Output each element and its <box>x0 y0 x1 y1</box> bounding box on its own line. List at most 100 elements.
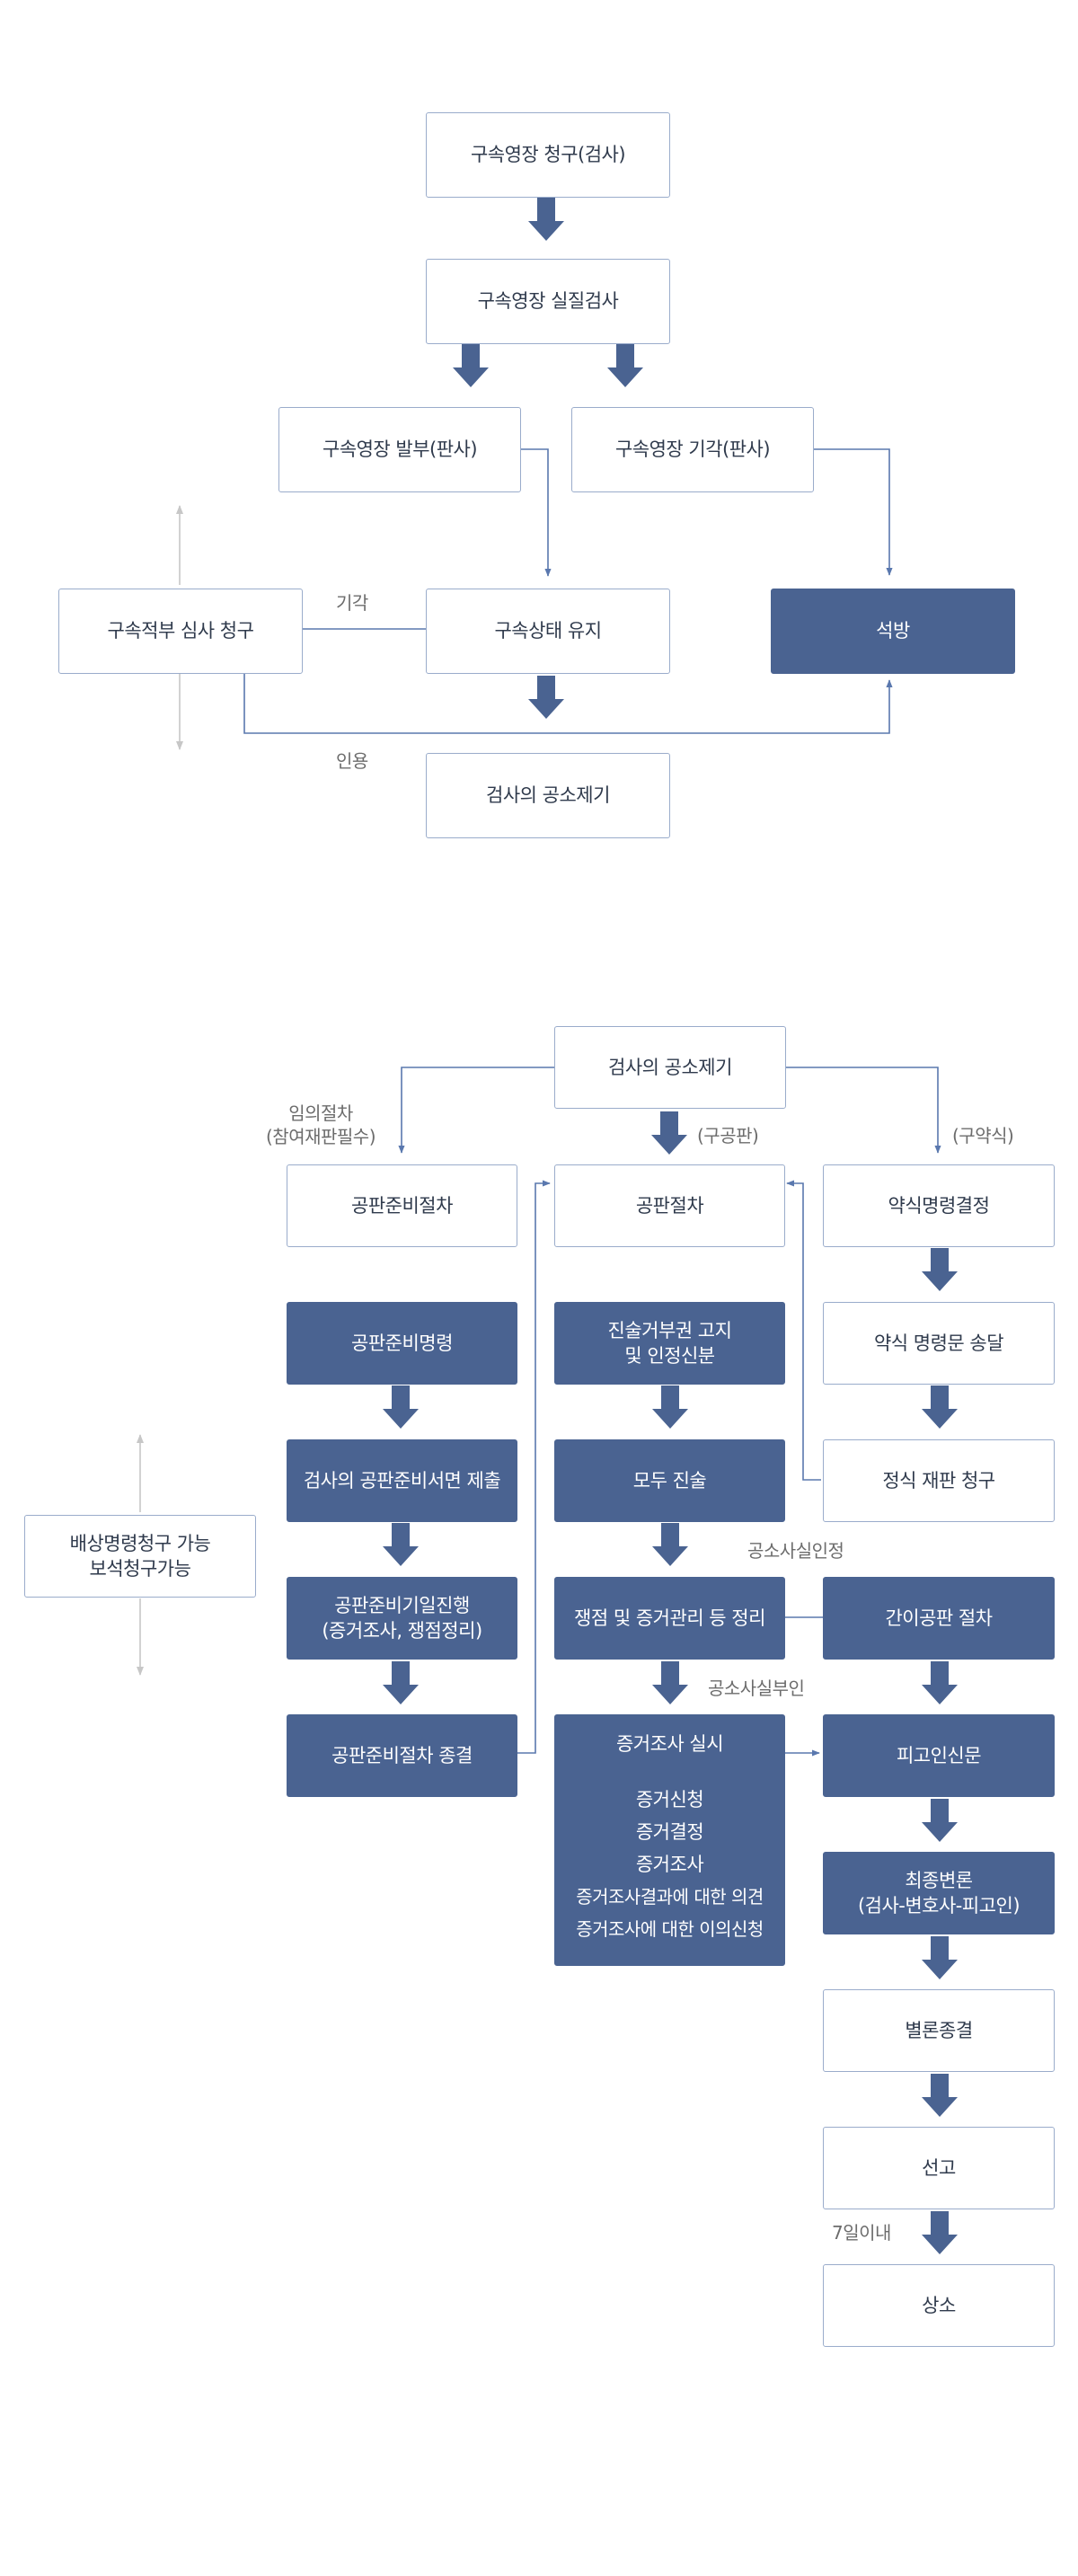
opening-statement-box: 모두 진술 <box>554 1439 785 1522</box>
indictment-box-1: 검사의 공소제기 <box>426 753 670 838</box>
warrant-rejected-text: 구속영장 기각(판사) <box>614 438 771 461</box>
pretrial-end-text: 공판준비절차 종결 <box>331 1744 473 1766</box>
pretrial-order-box: 공판준비명령 <box>287 1302 517 1385</box>
label-trial: (구공판) <box>697 1125 759 1146</box>
indictment-box-2: 검사의 공소제기 <box>554 1026 786 1109</box>
label-optional-line-2: (참여재판필수) <box>266 1126 376 1147</box>
label-optional: 임의절차 (참여재판필수) <box>266 1102 376 1148</box>
block-arrow <box>383 1523 419 1566</box>
connector-indictment-to-summary <box>784 1067 941 1154</box>
simplified-trial-text: 간이공판 절차 <box>885 1607 993 1629</box>
block-arrow <box>922 2074 958 2117</box>
evidence-item-1: 증거신청 <box>635 1789 704 1811</box>
defendant-examination-text: 피고인신문 <box>896 1744 982 1766</box>
summary-order-decision-box: 약식명령결정 <box>823 1164 1055 1247</box>
block-arrow <box>922 2211 958 2254</box>
block-arrow <box>383 1385 419 1429</box>
formal-trial-request-text: 정식 재판 청구 <box>882 1469 995 1492</box>
issue-evidence-arrangement-box: 쟁점 및 증거관리 등 정리 <box>554 1577 785 1660</box>
warrant-rejected-box: 구속영장 기각(판사) <box>571 407 814 492</box>
connector-review-to-release <box>243 670 893 734</box>
pretrial-hearing-line-2: (증거조사, 쟁점정리) <box>322 1620 482 1642</box>
detention-maintained-text: 구속상태 유지 <box>494 620 602 642</box>
substantive-review-text: 구속영장 실질검사 <box>477 290 619 313</box>
block-arrow <box>383 1661 419 1704</box>
block-arrow <box>528 198 564 241</box>
evidence-item-3: 증거조사 <box>635 1854 704 1876</box>
evidence-examination-title: 증거조사 실시 <box>615 1733 724 1755</box>
warrant-issued-text: 구속영장 발부(판사) <box>322 438 478 461</box>
label-optional-line-1: 임의절차 <box>288 1102 353 1124</box>
block-arrow <box>922 1661 958 1704</box>
evidence-examination-box: 증거조사 실시 증거신청 증거결정 증거조사 증거조사결과에 대한 의견 증거조… <box>554 1714 785 1966</box>
pretrial-order-text: 공판준비명령 <box>351 1332 453 1354</box>
substantive-review-box: 구속영장 실질검사 <box>426 259 670 344</box>
prosecutor-document-text: 검사의 공판준비서면 제출 <box>303 1469 501 1492</box>
trial-procedure-text: 공판절차 <box>635 1194 704 1217</box>
prosecutor-document-box: 검사의 공판준비서면 제출 <box>287 1439 517 1522</box>
warrant-request-box: 구속영장 청구(검사) <box>426 112 670 198</box>
block-arrow <box>607 344 643 387</box>
release-box: 석방 <box>771 589 1015 674</box>
appeal-box: 상소 <box>823 2264 1055 2347</box>
summary-order-decision-text: 약식명령결정 <box>888 1194 990 1217</box>
evidence-item-2: 증거결정 <box>635 1821 704 1844</box>
connector-rejected-to-release <box>810 448 893 576</box>
issue-evidence-arrangement-text: 쟁점 및 증거관리 등 정리 <box>574 1607 765 1629</box>
warrant-request-text: 구속영장 청구(검사) <box>470 144 626 166</box>
appeal-text: 상소 <box>922 2294 956 2316</box>
block-arrow <box>651 1111 687 1155</box>
right-notice-box: 진술거부권 고지 및 인정신분 <box>554 1302 785 1385</box>
warrant-issued-box: 구속영장 발부(판사) <box>278 407 521 492</box>
pretrial-procedure-box: 공판준비절차 <box>287 1164 517 1247</box>
block-arrow <box>652 1523 688 1566</box>
connector-issued-to-maintained <box>517 448 552 577</box>
trial-procedure-box: 공판절차 <box>554 1164 785 1247</box>
formal-trial-request-box: 정식 재판 청구 <box>823 1439 1055 1522</box>
detention-maintained-box: 구속상태 유지 <box>426 589 670 674</box>
final-argument-box: 최종변론 (검사-변호사-피고인) <box>823 1852 1055 1934</box>
summary-order-delivery-text: 약식 명령문 송달 <box>873 1332 1004 1354</box>
label-accepted: 인용 <box>336 750 368 772</box>
summary-order-delivery-box: 약식 명령문 송달 <box>823 1302 1055 1385</box>
defendant-examination-box: 피고인신문 <box>823 1714 1055 1797</box>
block-arrow <box>922 1936 958 1979</box>
simplified-trial-box: 간이공판 절차 <box>823 1577 1055 1660</box>
label-within-7days: 7일이내 <box>832 2222 891 2244</box>
block-arrow <box>652 1385 688 1429</box>
evidence-item-5: 증거조사에 대한 이의신청 <box>576 1918 764 1941</box>
block-arrow <box>922 1385 958 1429</box>
release-text: 석방 <box>876 620 910 642</box>
closing-text: 별론종결 <box>905 2019 973 2041</box>
block-arrow <box>528 676 564 719</box>
label-deny: 공소사실부인 <box>708 1677 805 1699</box>
pretrial-hearing-box: 공판준비기일진행 (증거조사, 쟁점정리) <box>287 1577 517 1660</box>
final-argument-line-2: (검사-변호사-피고인) <box>857 1895 1021 1917</box>
block-arrow <box>922 1248 958 1291</box>
pretrial-end-box: 공판준비절차 종결 <box>287 1714 517 1797</box>
side-note-line-1: 배상명령청구 가능 <box>69 1532 211 1554</box>
connector-pretrial-end-to-trial <box>517 1180 551 1754</box>
review-request-text: 구속적부 심사 청구 <box>107 620 254 642</box>
right-notice-line-2: 및 인정신분 <box>624 1345 715 1367</box>
sentencing-box: 선고 <box>823 2127 1055 2209</box>
side-note-line-2: 보석청구가능 <box>89 1558 191 1580</box>
review-request-box: 구속적부 심사 청구 <box>58 589 303 674</box>
opening-statement-text: 모두 진술 <box>632 1469 707 1492</box>
sentencing-text: 선고 <box>922 2156 956 2179</box>
block-arrow <box>922 1799 958 1842</box>
pretrial-procedure-text: 공판준비절차 <box>351 1194 453 1217</box>
block-arrow <box>652 1661 688 1704</box>
indictment-text-1: 검사의 공소제기 <box>486 784 610 807</box>
label-summary: (구약식) <box>952 1125 1014 1146</box>
indictment-text-2: 검사의 공소제기 <box>608 1056 732 1078</box>
connector-formal-request-to-trial <box>786 1180 821 1481</box>
right-notice-line-1: 진술거부권 고지 <box>607 1319 732 1341</box>
block-arrow <box>453 344 489 387</box>
connector-indictment-to-pretrial <box>398 1067 554 1154</box>
evidence-item-4: 증거조사결과에 대한 의견 <box>576 1886 764 1908</box>
closing-box: 별론종결 <box>823 1989 1055 2072</box>
final-argument-line-1: 최종변론 <box>905 1869 973 1891</box>
